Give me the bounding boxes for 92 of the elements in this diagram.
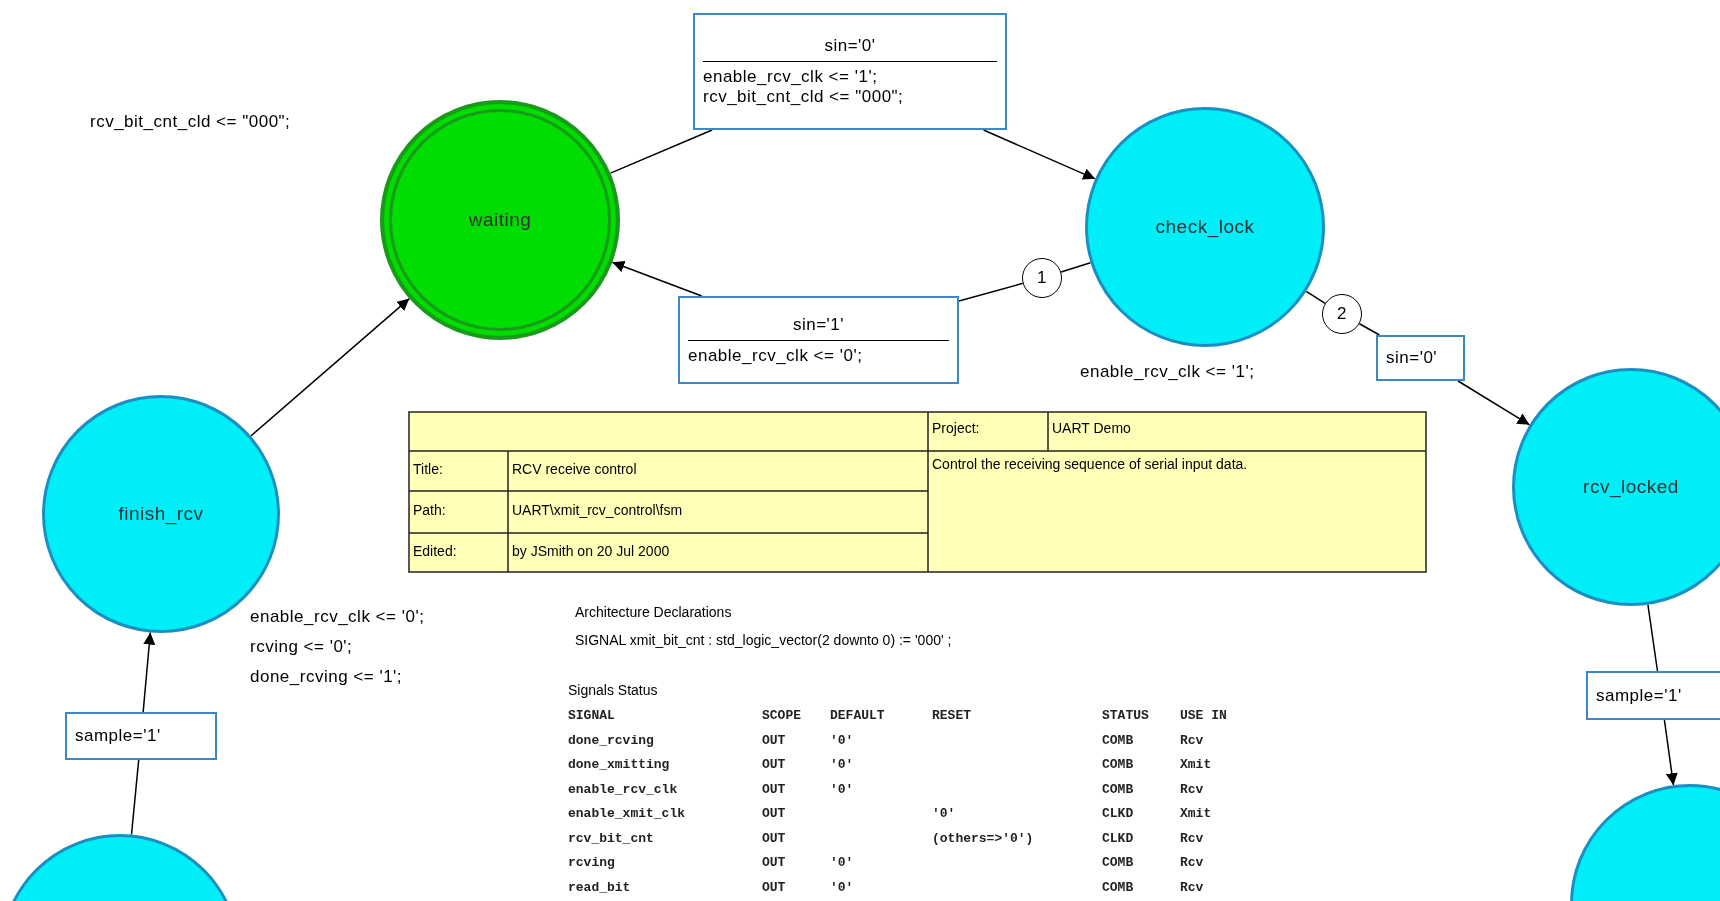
cell-text: Path: <box>413 502 446 518</box>
table-cell-text: Rcv <box>1180 879 1204 895</box>
action-text: enable_rcv_clk <= '1'; <box>703 67 879 87</box>
priority-number: 1 <box>1037 268 1047 288</box>
transition-arrow <box>142 631 156 713</box>
priority-circle <box>1322 294 1362 334</box>
table-cell-text: CLKD <box>1102 830 1134 846</box>
table-cell-text: '0' <box>830 855 854 870</box>
action-text: rcv_bit_cnt_cld <= "000"; <box>90 112 291 132</box>
table-cell-text: (others=>'0') <box>932 830 1034 846</box>
cell-text: Control the receiving sequence of serial input data. <box>932 456 1249 472</box>
transition-arrow <box>1663 719 1678 786</box>
table-cell-text: Xmit <box>1180 757 1212 772</box>
state-name: finish_rcv <box>118 503 204 525</box>
transition-arrow <box>1457 380 1531 426</box>
table-cell-text: Rcv <box>1180 855 1204 870</box>
table-cell-text: done_rcving <box>568 732 654 748</box>
table-cell-text: '0' <box>932 806 956 821</box>
transition-arrow <box>250 297 411 437</box>
table-cell-text: OUT <box>762 855 786 870</box>
transition-line <box>130 759 140 836</box>
table-cell-text: COMB <box>1102 879 1134 895</box>
cell-text: Edited: <box>413 543 457 559</box>
condition-box <box>678 296 959 384</box>
transition-line <box>1647 604 1659 672</box>
condition-text: sample='1' <box>75 726 162 746</box>
action-text: rcv_bit_cnt_cld <= "000"; <box>703 87 905 107</box>
table-cell-text: '0' <box>830 879 854 895</box>
priority-circle <box>1022 258 1062 298</box>
column-header: STATUS <box>1102 708 1149 723</box>
section-heading: Architecture Declarations <box>575 604 732 620</box>
condition-box <box>693 13 1007 130</box>
table-cell-text: '0' <box>830 732 854 748</box>
table-cell-text: Rcv <box>1180 732 1204 748</box>
cell-text: by JSmith on 20 Jul 2000 <box>512 543 670 559</box>
table-cell-text: COMB <box>1102 757 1134 772</box>
transition-line <box>1305 290 1326 305</box>
condition-text: sample='1' <box>1596 685 1683 706</box>
column-header: DEFAULT <box>830 708 885 723</box>
cell-text: UART\xmit_rcv_control\fsm <box>512 502 683 518</box>
transition-arrow <box>982 129 1096 180</box>
action-text: enable_rcv_clk <= '0'; <box>688 345 864 366</box>
table-cell-text: COMB <box>1102 855 1134 870</box>
table-cell-text: OUT <box>762 732 786 748</box>
cell-text: RCV receive control <box>512 461 637 477</box>
table-cell-text: '0' <box>830 781 854 797</box>
table-cell-text: Rcv <box>1180 830 1204 846</box>
table-cell-text: Rcv <box>1180 781 1204 797</box>
table-cell-text: OUT <box>762 757 786 772</box>
state-name: check_lock <box>1155 216 1255 238</box>
priority-number: 2 <box>1337 304 1347 324</box>
condition-text: sin='0' <box>703 36 997 62</box>
table-cell-text: COMB <box>1102 781 1134 797</box>
column-header: SCOPE <box>762 708 801 723</box>
column-header: RESET <box>932 708 971 723</box>
transition-line <box>1060 262 1092 273</box>
table-cell-text: COMB <box>1102 732 1134 748</box>
column-header: USE IN <box>1180 708 1227 723</box>
transition-line <box>609 129 713 174</box>
condition-text: sin='0' <box>1386 348 1439 368</box>
cell-text: UART Demo <box>1052 420 1131 436</box>
table-cell-text: read_bit <box>568 879 631 895</box>
condition-box <box>1586 671 1720 720</box>
table-cell-text: enable_rcv_clk <box>568 781 678 797</box>
table-cell-text: OUT <box>762 781 786 797</box>
state-name: rcv_locked <box>1583 476 1679 498</box>
code-text: SIGNAL xmit_bit_cnt : std_logic_vector(2 downto 0) := '000' ; <box>575 632 952 648</box>
table-cell-text: OUT <box>762 806 786 821</box>
condition-box <box>1376 335 1465 381</box>
table-cell-text: rcving <box>568 855 615 870</box>
condition-box <box>65 712 217 760</box>
transition-line <box>958 282 1024 302</box>
cell-text: Title: <box>413 461 443 477</box>
table-cell-text: rcv_bit_cnt <box>568 830 654 846</box>
action-text: enable_rcv_clk <= '0'; <box>250 607 425 627</box>
transition-line <box>1358 323 1381 336</box>
transition-arrow <box>611 260 703 297</box>
table-cell-text: OUT <box>762 879 786 895</box>
state-name: waiting <box>468 209 532 231</box>
table-cell-text: OUT <box>762 830 786 846</box>
action-text: done_rcving <= '1'; <box>250 667 403 687</box>
table-cell-text: Xmit <box>1180 806 1212 821</box>
action-text: enable_rcv_clk <= '1'; <box>1080 362 1255 382</box>
cell-text: Project: <box>932 420 980 436</box>
table-cell-text: '0' <box>830 757 854 772</box>
table-cell-text: CLKD <box>1102 806 1134 821</box>
condition-text: sin='1' <box>688 314 949 341</box>
action-text: rcving <= '0'; <box>250 637 353 657</box>
table-cell-text: done_xmitting <box>568 757 670 772</box>
table-cell-text: enable_xmit_clk <box>568 806 686 821</box>
section-heading: Signals Status <box>568 682 658 698</box>
column-header: SIGNAL <box>568 708 615 723</box>
